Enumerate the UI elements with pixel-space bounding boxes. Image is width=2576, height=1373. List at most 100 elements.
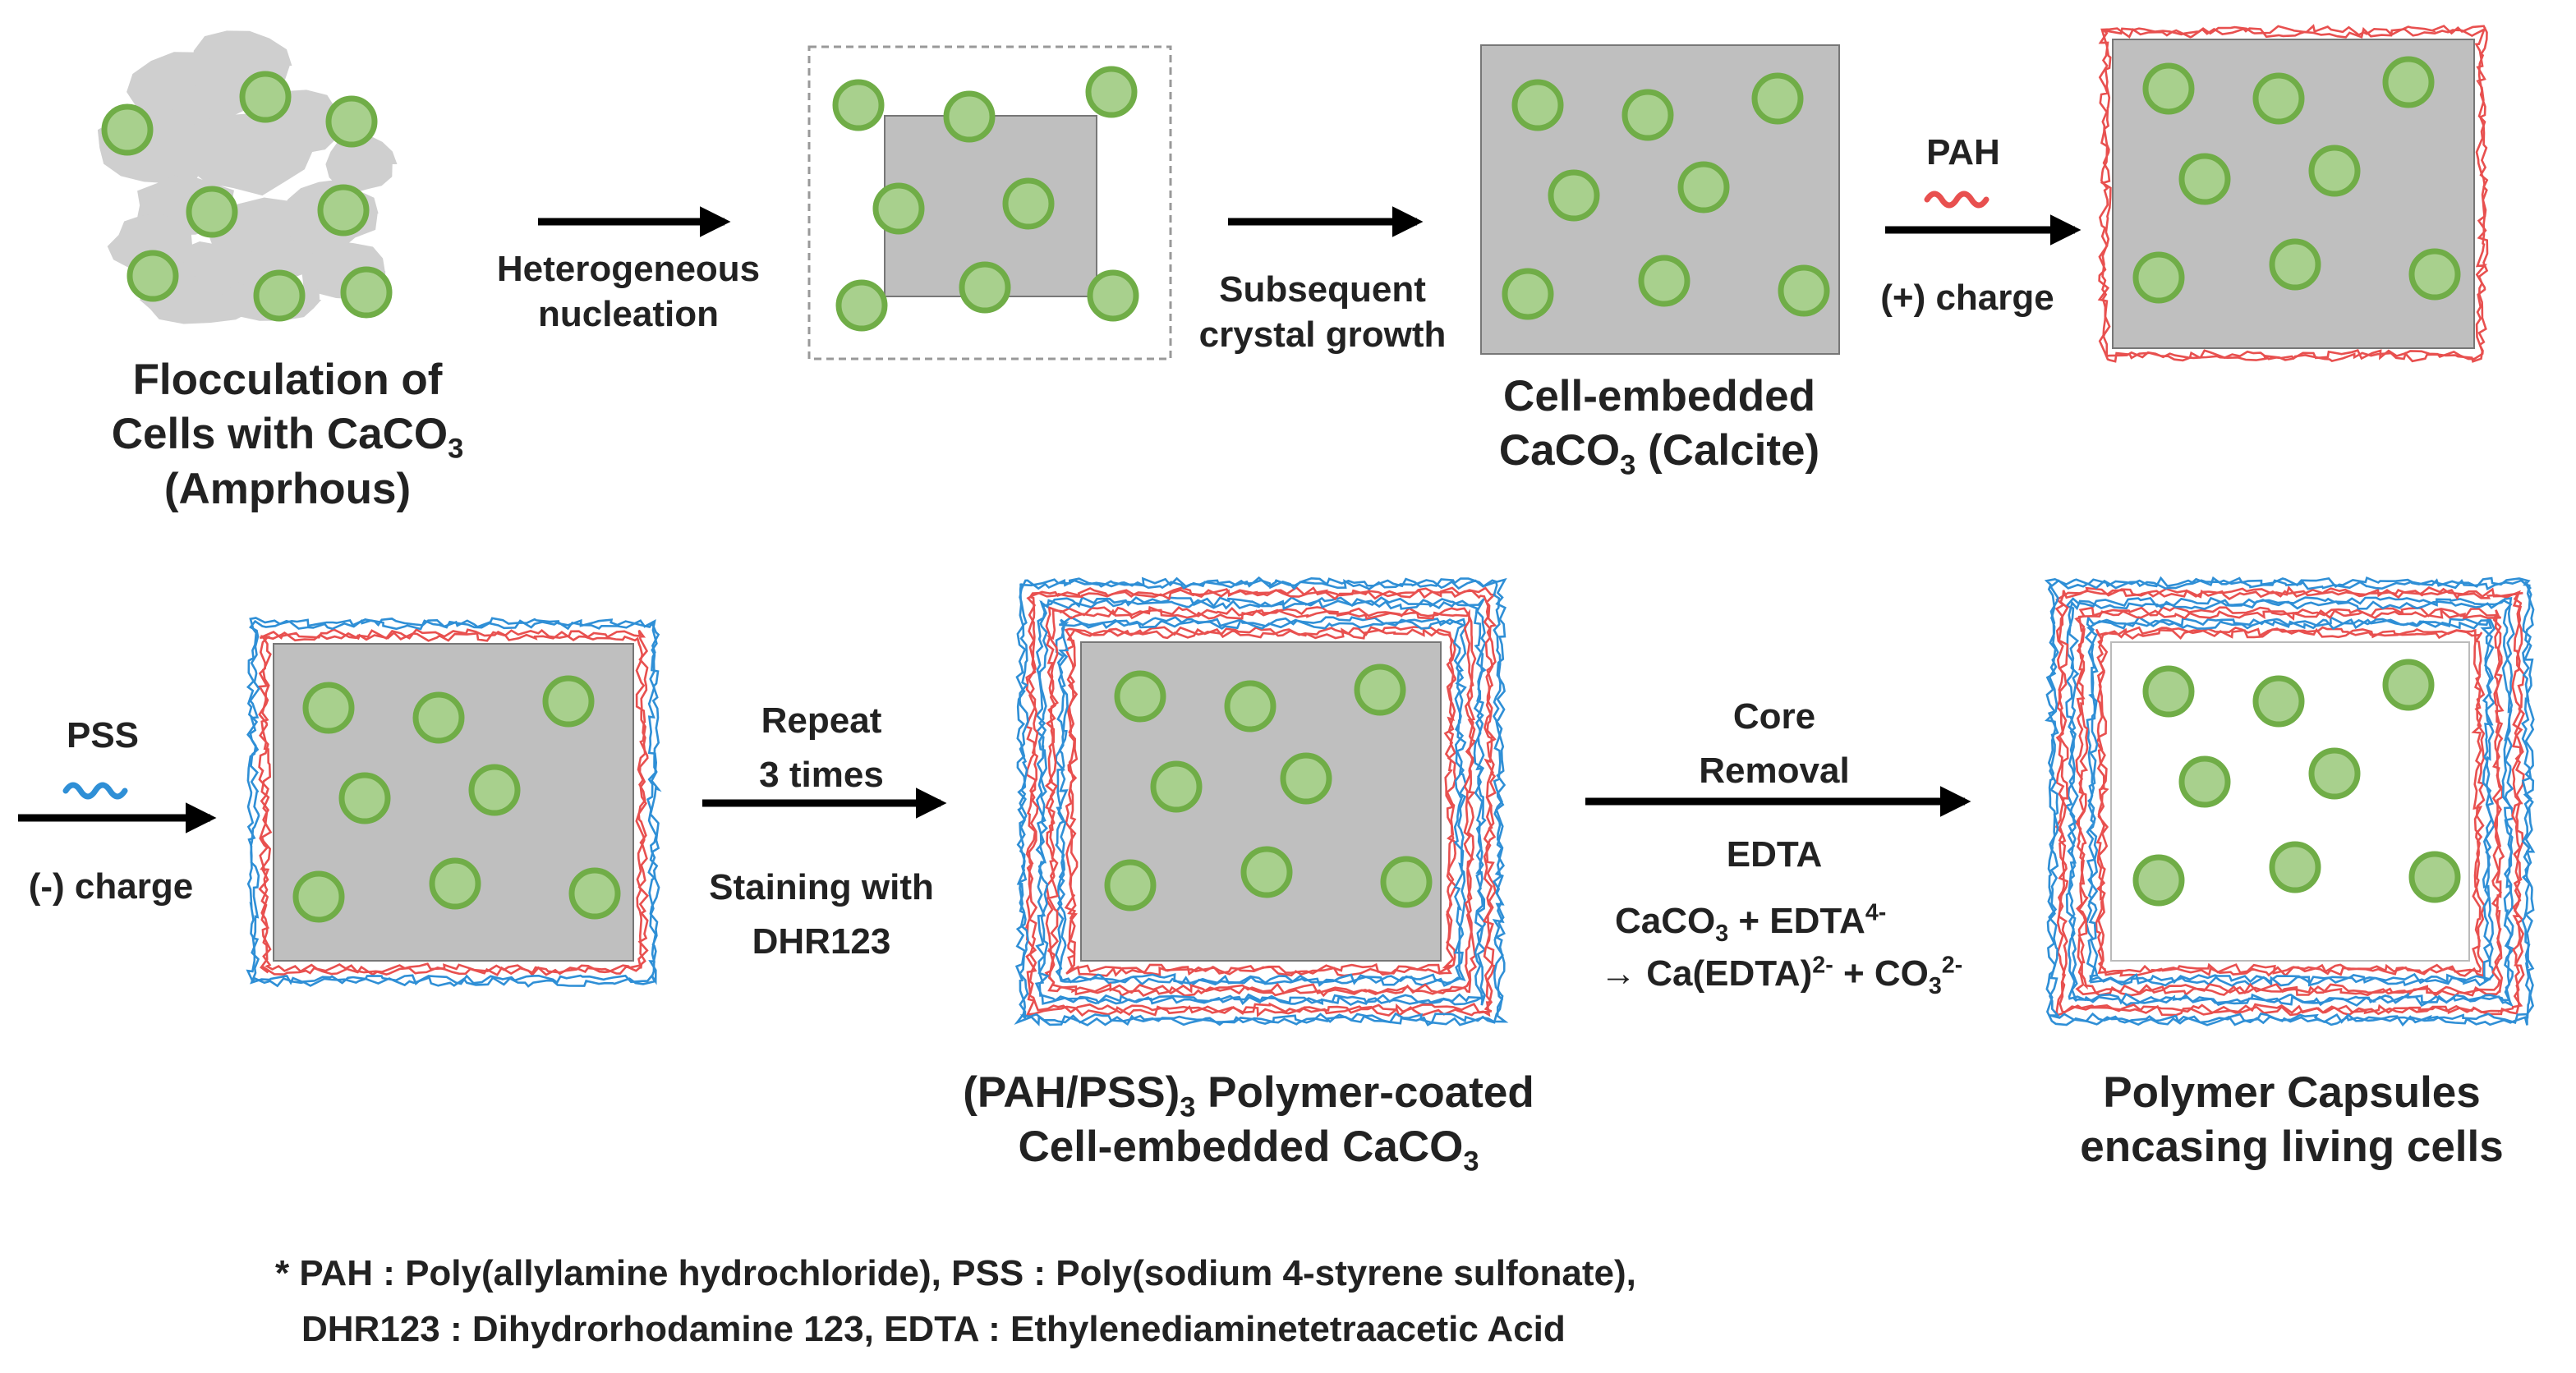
- cell-circle-icon: [412, 691, 465, 744]
- cell-circle-icon: [1502, 268, 1554, 320]
- cell-circle-icon: [126, 250, 179, 302]
- pss-layer: [1014, 576, 1509, 1026]
- cell-circle-icon: [2132, 854, 2185, 907]
- staining-label: Staining with DHR123: [674, 861, 969, 969]
- floc-caption: Flocculation of Cells with CaCO3 (Amprho…: [107, 353, 468, 517]
- coated-text: Polymer-coated: [1195, 1068, 1534, 1117]
- cell-circle-icon: [2382, 56, 2435, 108]
- subscript: 3: [1715, 920, 1729, 947]
- hetero-line1: Heterogeneous: [496, 249, 761, 289]
- cell-circle-icon: [1380, 856, 1433, 908]
- dashed-frame: [807, 45, 1172, 360]
- cell-circle-icon: [1778, 264, 1830, 317]
- growth-label: Subsequent crystal growth: [1158, 267, 1487, 357]
- pss-charge-text: (-) charge: [28, 866, 194, 907]
- pah-label: PAH: [1881, 130, 2045, 175]
- pah-layer: [2077, 607, 2504, 994]
- cell-circle-icon: [1224, 680, 1276, 732]
- amorphous-blob: [325, 135, 398, 194]
- floc-caption-line2: Cells with CaCO3: [107, 407, 468, 463]
- superscript: 4-: [1865, 899, 1887, 926]
- cell-circle-icon: [835, 279, 888, 332]
- pss-label: PSS: [25, 713, 181, 758]
- repeat-line2: 3 times: [759, 755, 884, 795]
- superscript: 2-: [1812, 952, 1833, 979]
- reaction-line1: CaCO3 + EDTA4-: [1600, 895, 2011, 948]
- repeat-line1: Repeat: [761, 700, 882, 741]
- pah-layer: [1024, 585, 1497, 1018]
- cell-circle-icon: [2269, 238, 2321, 291]
- cell-circle-icon: [186, 186, 238, 238]
- cell-circle-icon: [1087, 269, 1139, 322]
- pss-layer: [1034, 595, 1487, 1006]
- core-removal-label: Core Removal: [1651, 690, 1898, 798]
- hetero-line2: nucleation: [537, 294, 720, 334]
- coated-caption-line1: (PAH/PSS)3 Polymer-coated: [912, 1066, 1585, 1122]
- pah-layer: [257, 628, 650, 977]
- cell-circle-icon: [2308, 747, 2361, 800]
- cell-circle-icon: [2252, 675, 2305, 728]
- cell-circle-icon: [1002, 177, 1055, 230]
- floc-caption-line3: (Amprhous): [163, 464, 412, 513]
- cell-circle-icon: [2382, 659, 2435, 711]
- pss-text: PSS: [66, 715, 140, 755]
- cells: [101, 56, 2461, 923]
- arrows: [18, 191, 2082, 833]
- edta-text: EDTA: [1726, 834, 1823, 875]
- floc-caption-line1: Flocculation of: [132, 356, 443, 404]
- cell-circle-icon: [2178, 755, 2231, 808]
- core-line1: Core: [1732, 696, 1816, 737]
- subscript: 3: [1928, 972, 1942, 999]
- cell-circle-icon: [338, 772, 391, 824]
- coated-caption-line2: Cell-embedded CaCO3: [912, 1120, 1585, 1176]
- cell-circle-icon: [101, 103, 154, 156]
- pss-layer: [246, 617, 662, 988]
- pss-squiggle-icon: [62, 782, 128, 800]
- cell-circle-icon: [542, 675, 595, 728]
- embedded-caption: Cell-embedded CaCO3 (Calcite): [1462, 370, 1856, 480]
- cell-circle-icon: [1751, 72, 1804, 125]
- cell-circle-icon: [2142, 62, 2195, 115]
- reaction-line2: → Ca(EDTA)2- + CO32-: [1600, 948, 2011, 1000]
- pah-layer: [2074, 606, 2505, 997]
- core-line2: Removal: [1699, 751, 1850, 791]
- superscript: 2-: [1941, 952, 1963, 979]
- pss-layer: [2084, 615, 2496, 987]
- cell-circle-icon: [1638, 255, 1690, 307]
- cell-circle-icon: [2178, 153, 2231, 205]
- reaction-text: CaCO: [1615, 901, 1716, 941]
- coated-text: (PAH/PSS): [963, 1068, 1180, 1117]
- cell-circle-icon: [1280, 752, 1332, 805]
- pah-charge-label: (+) charge: [1848, 275, 2086, 320]
- capsules-caption-line1: Polymer Capsules: [2103, 1068, 2481, 1117]
- pah-layer: [2054, 585, 2526, 1017]
- edta-label: EDTA: [1692, 832, 1856, 877]
- footnote: * PAH : Poly(allylamine hydrochloride), …: [275, 1246, 2411, 1357]
- cell-circle-icon: [2252, 72, 2305, 125]
- embedded-text: CaCO: [1498, 426, 1621, 475]
- embedded-text: (Calcite): [1635, 426, 1820, 475]
- cell-circle-icon: [1085, 66, 1138, 118]
- reaction-text: → Ca(EDTA): [1600, 953, 1813, 994]
- staining-line2: DHR123: [752, 921, 891, 962]
- pah-layer: [1044, 605, 1478, 998]
- capsules-caption: Polymer Capsules encasing living cells: [2062, 1066, 2522, 1175]
- cell-circle-icon: [468, 764, 521, 816]
- cell-circle-icon: [1677, 161, 1730, 214]
- growth-line2: crystal growth: [1198, 315, 1447, 355]
- hetero-label: Heterogeneous nucleation: [460, 246, 797, 337]
- cell-circle-icon: [325, 95, 378, 148]
- pah-layer: [1046, 608, 1474, 995]
- pah-layer: [1064, 626, 1457, 977]
- pah-layer: [2097, 24, 2489, 363]
- pss-layer: [1055, 615, 1467, 988]
- repeat-label: Repeat 3 times: [682, 694, 961, 802]
- cell-circle-icon: [253, 269, 306, 322]
- cell-circle-icon: [1622, 89, 1674, 141]
- footnote-line2: DHR123 : Dihydrorhodamine 123, EDTA : Et…: [301, 1309, 1566, 1350]
- pss-charge-label: (-) charge: [0, 864, 222, 909]
- subscript: 3: [1463, 1146, 1479, 1178]
- pss-layer: [2064, 596, 2515, 1008]
- cell-circle-icon: [943, 90, 996, 143]
- pah-text: PAH: [1926, 132, 2000, 172]
